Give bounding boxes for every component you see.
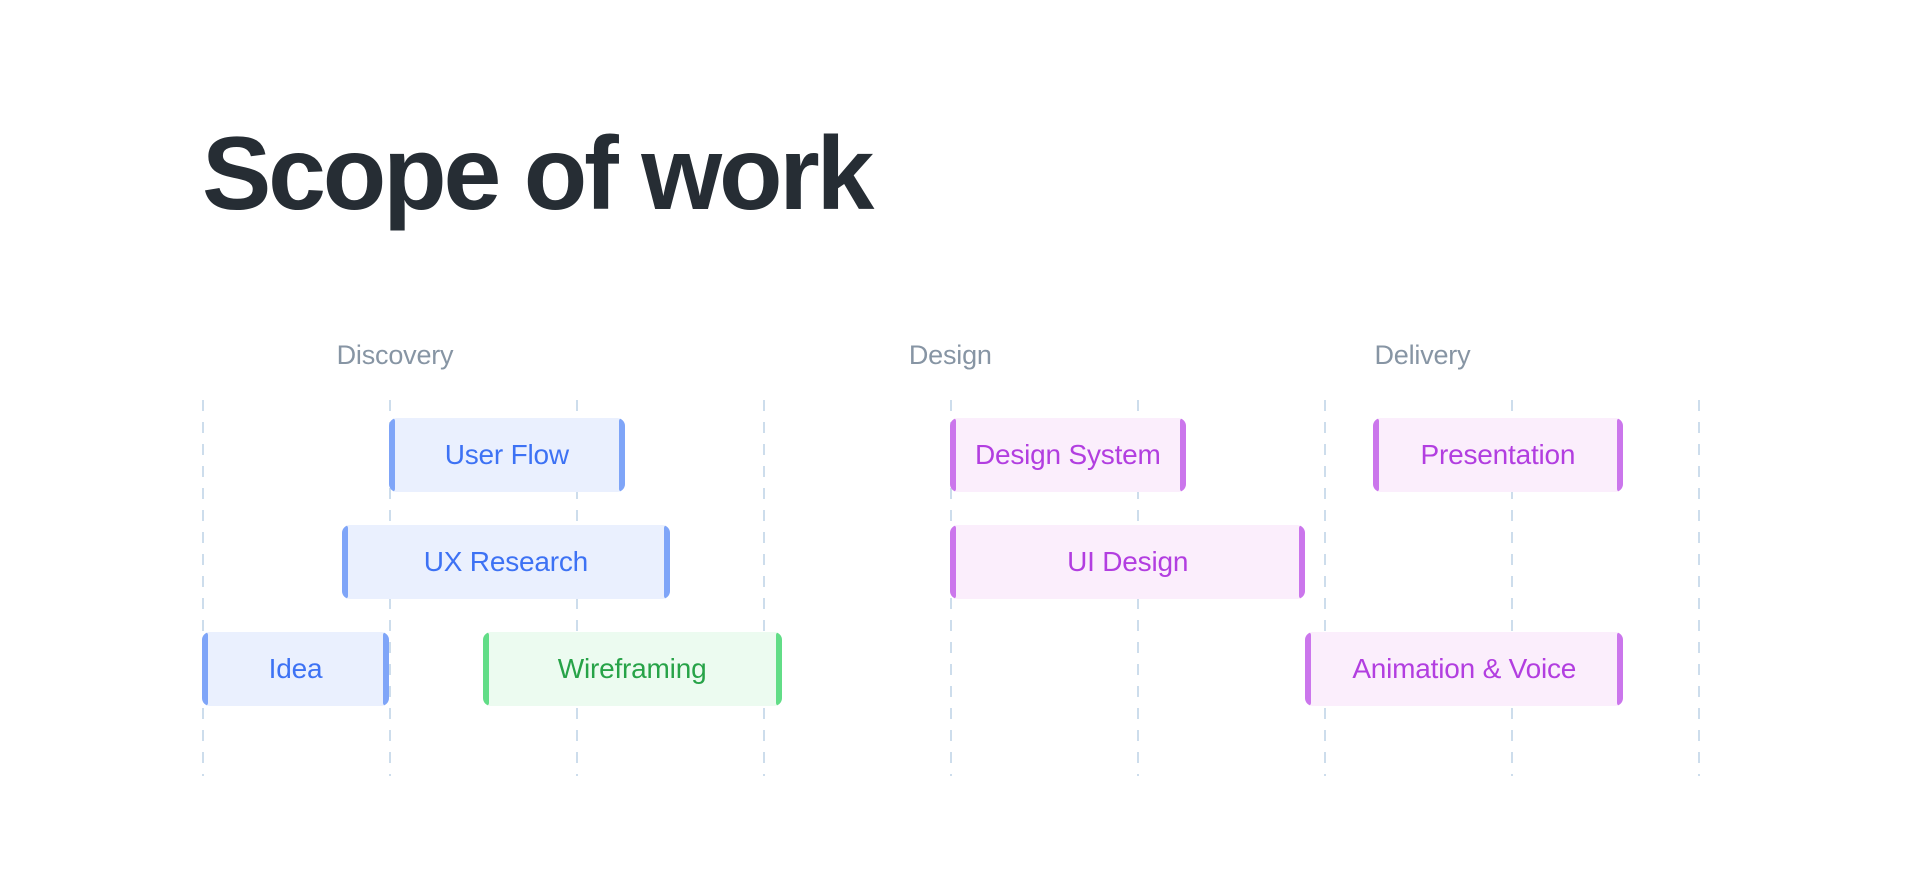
phase-label-delivery: Delivery (1374, 340, 1471, 370)
task-bar-ux-research[interactable]: UX Research (342, 525, 670, 599)
task-bar-presentation[interactable]: Presentation (1372, 418, 1624, 492)
task-bar-animation-voice[interactable]: Animation & Voice (1305, 632, 1624, 706)
task-bar-ui-design[interactable]: UI Design (950, 525, 1306, 599)
task-bar-user-flow[interactable]: User Flow (389, 418, 625, 492)
gantt-row: User Flow Design System Presentation (202, 418, 1698, 492)
gantt-row: UX Research UI Design (202, 525, 1698, 599)
task-bar-design-system[interactable]: Design System (950, 418, 1186, 492)
gantt-chart: Discovery Design Delivery User Flow Design … (202, 340, 1700, 776)
task-bar-wireframing[interactable]: Wireframing (482, 632, 782, 706)
page-title: Scope of work (202, 116, 874, 232)
gridline (1698, 400, 1700, 776)
phase-label-design: Design (908, 340, 992, 370)
phase-label-discovery: Discovery (336, 340, 454, 370)
gantt-rows: User Flow Design System Presentation UX Res… (202, 400, 1698, 776)
phase-label-row: Discovery Design Delivery (202, 340, 1698, 384)
gantt-row: Idea Wireframing Animation & Voice (202, 632, 1698, 706)
task-bar-idea[interactable]: Idea (202, 632, 389, 706)
